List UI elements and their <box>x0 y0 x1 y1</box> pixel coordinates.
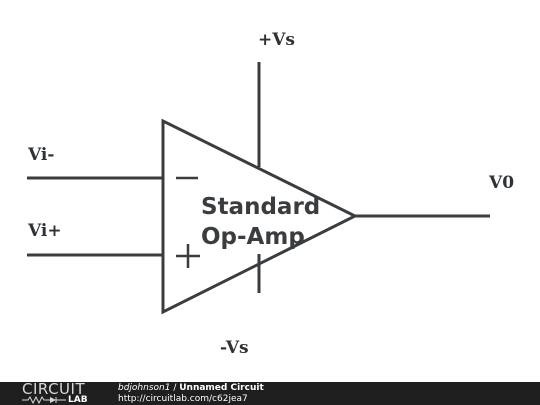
circuit-title[interactable]: Unnamed Circuit <box>179 383 264 393</box>
circuitlab-logo-sub: LAB <box>22 395 94 405</box>
circuitlab-logo-wordmark[interactable]: CIRCUIT <box>22 380 86 398</box>
positive-supply-label: +Vs <box>258 30 295 50</box>
op-amp-triangle <box>161 118 359 315</box>
output-label: V0 <box>488 173 514 193</box>
circuit-meta: bdjohnson1 / Unnamed Circuit <box>118 383 264 394</box>
amp-name-line2: Op-Amp <box>201 224 305 250</box>
noninverting-input-label: Vi+ <box>27 221 62 241</box>
op-amp-schematic: +Vs -Vs Vi- Vi+ V0 Standard Op-Amp <box>27 30 514 358</box>
circuit-url-link[interactable]: http://circuitlab.com/c62jea7 <box>118 394 248 404</box>
author-link[interactable]: bdjohnson1 <box>118 383 171 393</box>
resistor-diode-icon <box>22 395 66 405</box>
meta-separator: / <box>170 383 180 393</box>
footer-bar: CIRCUIT LAB bdjohnson1 / Unnamed Circuit… <box>0 382 540 405</box>
plus-sign-icon <box>176 244 200 268</box>
logo-lab-text: LAB <box>68 395 88 405</box>
inverting-input-label: Vi- <box>27 145 54 165</box>
negative-supply-label: -Vs <box>220 338 249 358</box>
amp-name-line1: Standard <box>201 194 320 220</box>
